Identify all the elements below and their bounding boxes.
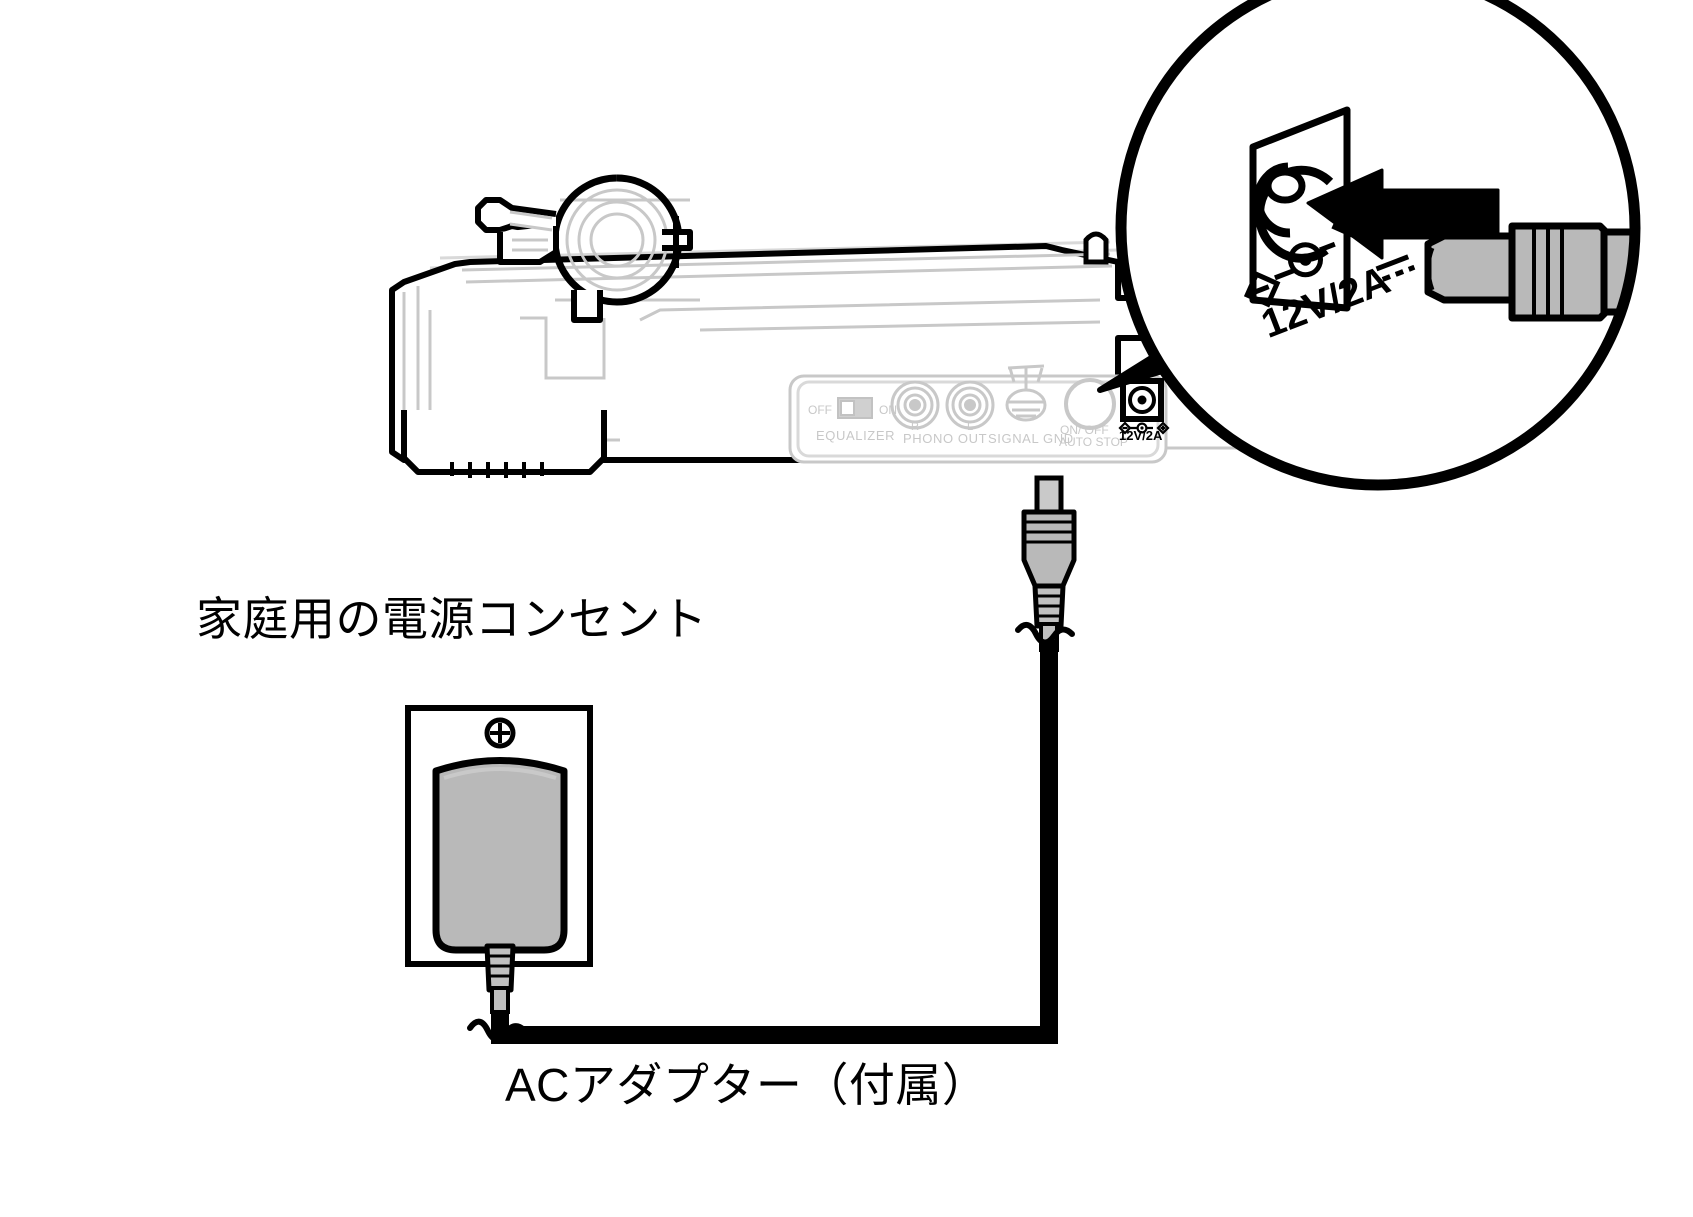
tonearm-assembly [475, 174, 700, 323]
phono-out-caption: PHONO OUT [903, 431, 987, 446]
auto-stop-line2: AUTO STOP [1059, 435, 1128, 449]
phono-left-label: L [967, 421, 973, 433]
wall-outlet-label: 家庭用の電源コンセント [196, 593, 708, 645]
rear-panel-text: OFF ON EQUALIZER R L PHONO OUT SIGNAL GN… [808, 403, 1128, 449]
hinge-nub [1083, 231, 1109, 265]
ac-adapter-boot [484, 943, 516, 1014]
callout-circle-outline [1115, 0, 1641, 491]
signal-gnd-caption: SIGNAL GND [988, 431, 1074, 446]
ac-adapter-body [432, 757, 568, 954]
dc-symbol-icon [1375, 254, 1416, 282]
dc-in-rating-label: 12V/2A [1119, 428, 1163, 443]
phono-out-jacks[interactable] [890, 380, 995, 430]
equalizer-on-label: ON [879, 403, 897, 417]
ac-adapter-label: ACアダプター（付属） [505, 1059, 989, 1111]
equalizer-off-label: OFF [808, 403, 832, 417]
power-cable [491, 640, 1058, 1044]
auto-stop-line1: ON/ OFF [1060, 423, 1109, 437]
cable-break-left [467, 1018, 527, 1043]
equalizer-caption: EQUALIZER [816, 428, 895, 443]
equalizer-switch[interactable] [837, 397, 873, 419]
turntable-foot-left [401, 410, 607, 478]
dc-in-polarity-symbols [1118, 421, 1170, 435]
turntable-dc-plug [1021, 475, 1077, 652]
dc-in-jack[interactable] [1120, 378, 1164, 422]
phono-right-label: R [911, 421, 919, 433]
signal-gnd-terminal[interactable] [1005, 364, 1047, 422]
outlet-screw-icon [484, 717, 516, 749]
callout-contents: 12V/2A [1243, 106, 1638, 347]
